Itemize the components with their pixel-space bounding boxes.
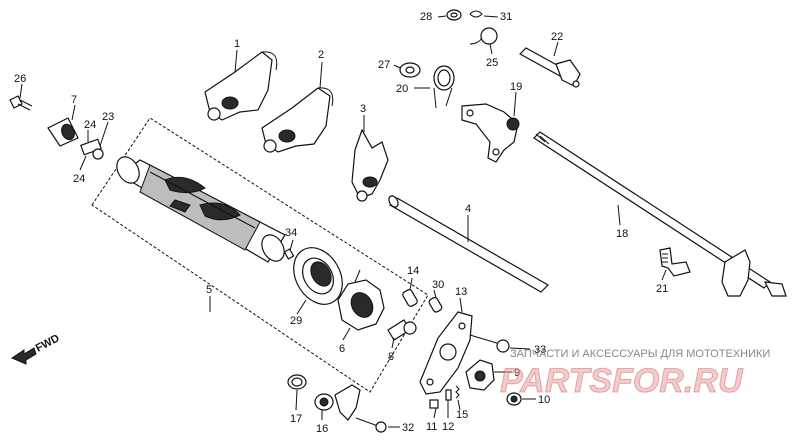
- washer-28: [446, 9, 462, 21]
- watermark-logo: PARTSFOR.RU: [500, 362, 744, 400]
- spring-25: [469, 27, 498, 45]
- label-33: 33: [534, 344, 546, 356]
- fork-shaft: [388, 195, 549, 293]
- label-18: 18: [616, 228, 628, 240]
- collar-16: [314, 393, 334, 411]
- stopper-plate-13: [419, 311, 473, 395]
- clip-31: [469, 10, 483, 18]
- leader-lines: [19, 15, 667, 428]
- piece-11: [429, 399, 439, 409]
- label-23: 23: [102, 111, 114, 123]
- bolt-21: [659, 247, 691, 277]
- bolt-33: [469, 334, 510, 353]
- stopper-arm-9: [465, 359, 495, 391]
- label-14: 14: [407, 265, 419, 277]
- label-7: 7: [71, 94, 77, 106]
- label-21: 21: [656, 283, 668, 295]
- dowel-14: [402, 289, 418, 307]
- label-26: 26: [14, 73, 26, 85]
- drum-center-6: [337, 269, 385, 331]
- shift-fork-3: [351, 128, 389, 202]
- part-labels: 1 2 3 4 5 6 7 8 9 10 11 12 13 14 15 16 1…: [14, 11, 668, 435]
- stopper-pin: [80, 138, 104, 160]
- label-22: 22: [551, 31, 563, 43]
- label-32: 32: [402, 422, 414, 434]
- fwd-label: FWD: [34, 332, 62, 354]
- label-28: 28: [420, 11, 432, 23]
- shift-fork-2: [261, 87, 334, 153]
- shift-arm-19: [461, 103, 520, 163]
- bolt-26: [9, 95, 33, 111]
- piece-12: [445, 389, 452, 401]
- bearing-29: [293, 247, 343, 305]
- washer-27: [399, 62, 421, 78]
- label-30: 30: [432, 279, 444, 291]
- label-34: 34: [285, 227, 297, 239]
- label-20: 20: [396, 83, 408, 95]
- label-25: 25: [486, 57, 498, 69]
- shift-shaft-22: [519, 47, 581, 88]
- label-13: 13: [455, 286, 467, 298]
- label-11: 11: [426, 421, 437, 433]
- spring-17: [287, 374, 307, 390]
- fwd-arrow: FWD: [10, 332, 62, 365]
- label-24-bottom: 24: [73, 173, 85, 185]
- label-31: 31: [500, 11, 512, 23]
- dowel-30: [428, 296, 443, 313]
- watermark: ЗАПЧАСТИ И АКСЕССУАРЫ ДЛЯ МОТОТЕХНИКИ PA…: [500, 348, 771, 401]
- gearshift-spindle: [533, 131, 787, 297]
- pin-34: [283, 248, 295, 260]
- label-17: 17: [290, 413, 302, 425]
- label-8: 8: [388, 351, 394, 363]
- shift-fork-1: [204, 51, 278, 121]
- drum-stopper-arm: [334, 384, 361, 421]
- collar-10: [506, 392, 522, 406]
- bolt-32: [355, 417, 387, 433]
- label-1: 1: [234, 38, 240, 50]
- label-15: 15: [456, 409, 468, 421]
- label-16: 16: [316, 423, 328, 435]
- bearing-7: [47, 117, 79, 147]
- spring-20: [433, 65, 455, 109]
- label-3: 3: [360, 103, 366, 115]
- label-2: 2: [318, 49, 324, 61]
- label-9: 9: [514, 367, 520, 379]
- spring-15: [455, 385, 460, 399]
- label-19: 19: [510, 81, 522, 93]
- label-5: 5: [206, 284, 212, 296]
- label-6: 6: [339, 343, 345, 355]
- label-24-top: 24: [84, 119, 96, 131]
- label-10: 10: [538, 394, 550, 406]
- label-27: 27: [378, 59, 390, 71]
- bolt-8: [387, 319, 417, 341]
- label-12: 12: [442, 421, 454, 433]
- label-29: 29: [290, 315, 302, 327]
- watermark-caption: ЗАПЧАСТИ И АКСЕССУАРЫ ДЛЯ МОТОТЕХНИКИ: [510, 348, 770, 360]
- label-4: 4: [465, 203, 471, 215]
- shift-drum: [116, 156, 286, 263]
